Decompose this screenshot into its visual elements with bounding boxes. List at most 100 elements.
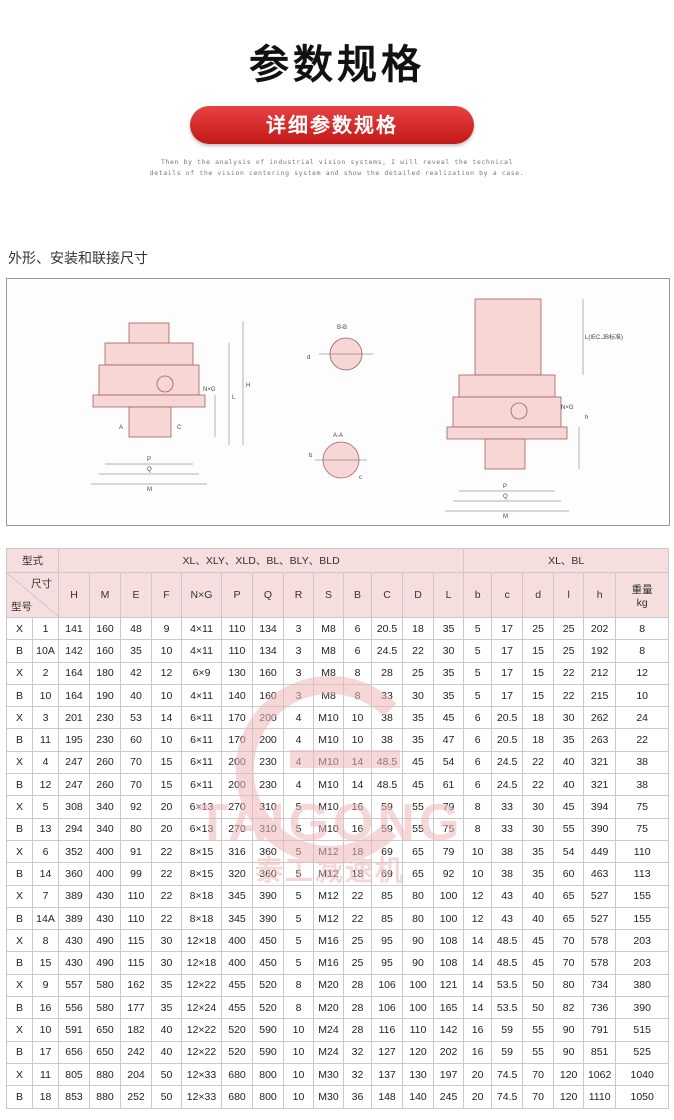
table-cell: 10 [151, 728, 182, 752]
table-cell: 20.5 [491, 706, 524, 730]
table-cell: 6×11 [181, 706, 222, 730]
table-cell: 40 [522, 906, 555, 931]
table-cell: 40 [151, 1018, 182, 1042]
row-type-cell: B [6, 817, 33, 841]
table-cell: M8 [313, 661, 344, 685]
table-cell: 148 [371, 1085, 403, 1109]
table-cell: 45 [432, 706, 465, 730]
table-cell: 14 [463, 929, 493, 953]
column-header: E [120, 572, 152, 618]
table-cell: M16 [313, 951, 344, 975]
table-cell: 14 [343, 773, 372, 797]
table-cell: 80 [120, 817, 152, 841]
row-type-cell: X [6, 750, 33, 775]
table-cell: 230 [252, 750, 284, 775]
table-cell: M8 [313, 639, 344, 663]
table-cell: 30 [522, 795, 555, 819]
table-cell: 310 [252, 795, 284, 819]
table-cell: 22 [553, 661, 585, 685]
table-cell: 4×11 [181, 639, 222, 663]
table-cell: 141 [58, 616, 90, 641]
table-cell: 8×18 [181, 906, 222, 931]
table-cell: 121 [432, 973, 465, 998]
table-cell: 22 [615, 728, 670, 752]
table-cell: 656 [58, 1040, 90, 1064]
table-cell: 22 [553, 683, 585, 708]
table-cell: 556 [58, 996, 90, 1020]
table-cell: 35 [553, 728, 585, 752]
table-cell: 430 [89, 906, 121, 931]
table-cell: 38 [491, 839, 524, 864]
table-cell: 25 [343, 951, 372, 975]
section-heading: 外形、安装和联接尺寸 [8, 251, 148, 267]
table-cell: 8×15 [181, 839, 222, 864]
table-cell: 74.5 [491, 1085, 524, 1109]
table-cell: 430 [58, 951, 90, 975]
table-cell: 115 [120, 951, 152, 975]
table-cell: 5 [463, 639, 493, 663]
row-type-cell: B [6, 862, 33, 886]
table-cell: M24 [313, 1018, 344, 1042]
table-cell: 80 [402, 906, 434, 931]
table-cell: 203 [615, 951, 670, 975]
table-cell: 202 [432, 1040, 465, 1064]
table-cell: 450 [252, 951, 284, 975]
table-cell: 75 [615, 795, 670, 819]
table-cell: 6 [463, 706, 493, 730]
table-cell: 400 [221, 929, 253, 953]
table-cell: 8×15 [181, 862, 222, 886]
table-cell: 70 [553, 929, 585, 953]
table-cell: 390 [252, 884, 284, 908]
table-cell: 74.5 [491, 1062, 524, 1087]
table-cell: 22 [151, 906, 182, 931]
table-cell: 35 [432, 661, 465, 685]
row-type-cell: X [6, 884, 33, 908]
right-upper-housing [458, 374, 556, 398]
table-cell: 212 [583, 661, 617, 685]
table-cell: 360 [58, 862, 90, 886]
right-shaft [484, 438, 526, 470]
table-cell: 127 [371, 1040, 403, 1064]
table-cell: 520 [252, 996, 284, 1020]
table-cell: 10 [283, 1062, 314, 1087]
table-cell: M30 [313, 1062, 344, 1087]
table-cell: 48.5 [491, 929, 524, 953]
table-cell: 113 [615, 862, 670, 886]
table-cell: 20.5 [371, 616, 403, 641]
row-type-cell: B [6, 683, 33, 708]
table-cell: 20 [151, 795, 182, 819]
table-cell: 38 [491, 862, 524, 886]
table-cell: 17 [491, 661, 524, 685]
table-cell: 32 [343, 1040, 372, 1064]
table-cell: 110 [615, 839, 670, 864]
table-cell: 12×33 [181, 1062, 222, 1087]
table-cell: 6 [343, 616, 372, 641]
table-cell: 12×33 [181, 1085, 222, 1109]
table-cell: 24.5 [491, 750, 524, 775]
right-flange [446, 426, 568, 440]
table-cell: 130 [221, 661, 253, 685]
table-cell: 155 [615, 884, 670, 908]
table-cell: 320 [221, 862, 253, 886]
table-cell: 108 [432, 929, 465, 953]
table-cell: 48.5 [491, 951, 524, 975]
table-cell: 100 [432, 884, 465, 908]
row-type-cell: X [6, 839, 33, 864]
table-cell: 3 [283, 639, 314, 663]
table-cell: 35 [151, 973, 182, 998]
table-cell: 30 [432, 639, 465, 663]
table-cell: 736 [583, 996, 617, 1020]
table-cell: M20 [313, 996, 344, 1020]
table-cell: 25 [553, 639, 585, 663]
table-cell: 490 [89, 951, 121, 975]
table-cell: 120 [402, 1040, 434, 1064]
label-a: A [119, 425, 123, 431]
table-cell: 230 [89, 706, 121, 730]
table-cell: 108 [432, 951, 465, 975]
table-cell: 142 [58, 639, 90, 663]
